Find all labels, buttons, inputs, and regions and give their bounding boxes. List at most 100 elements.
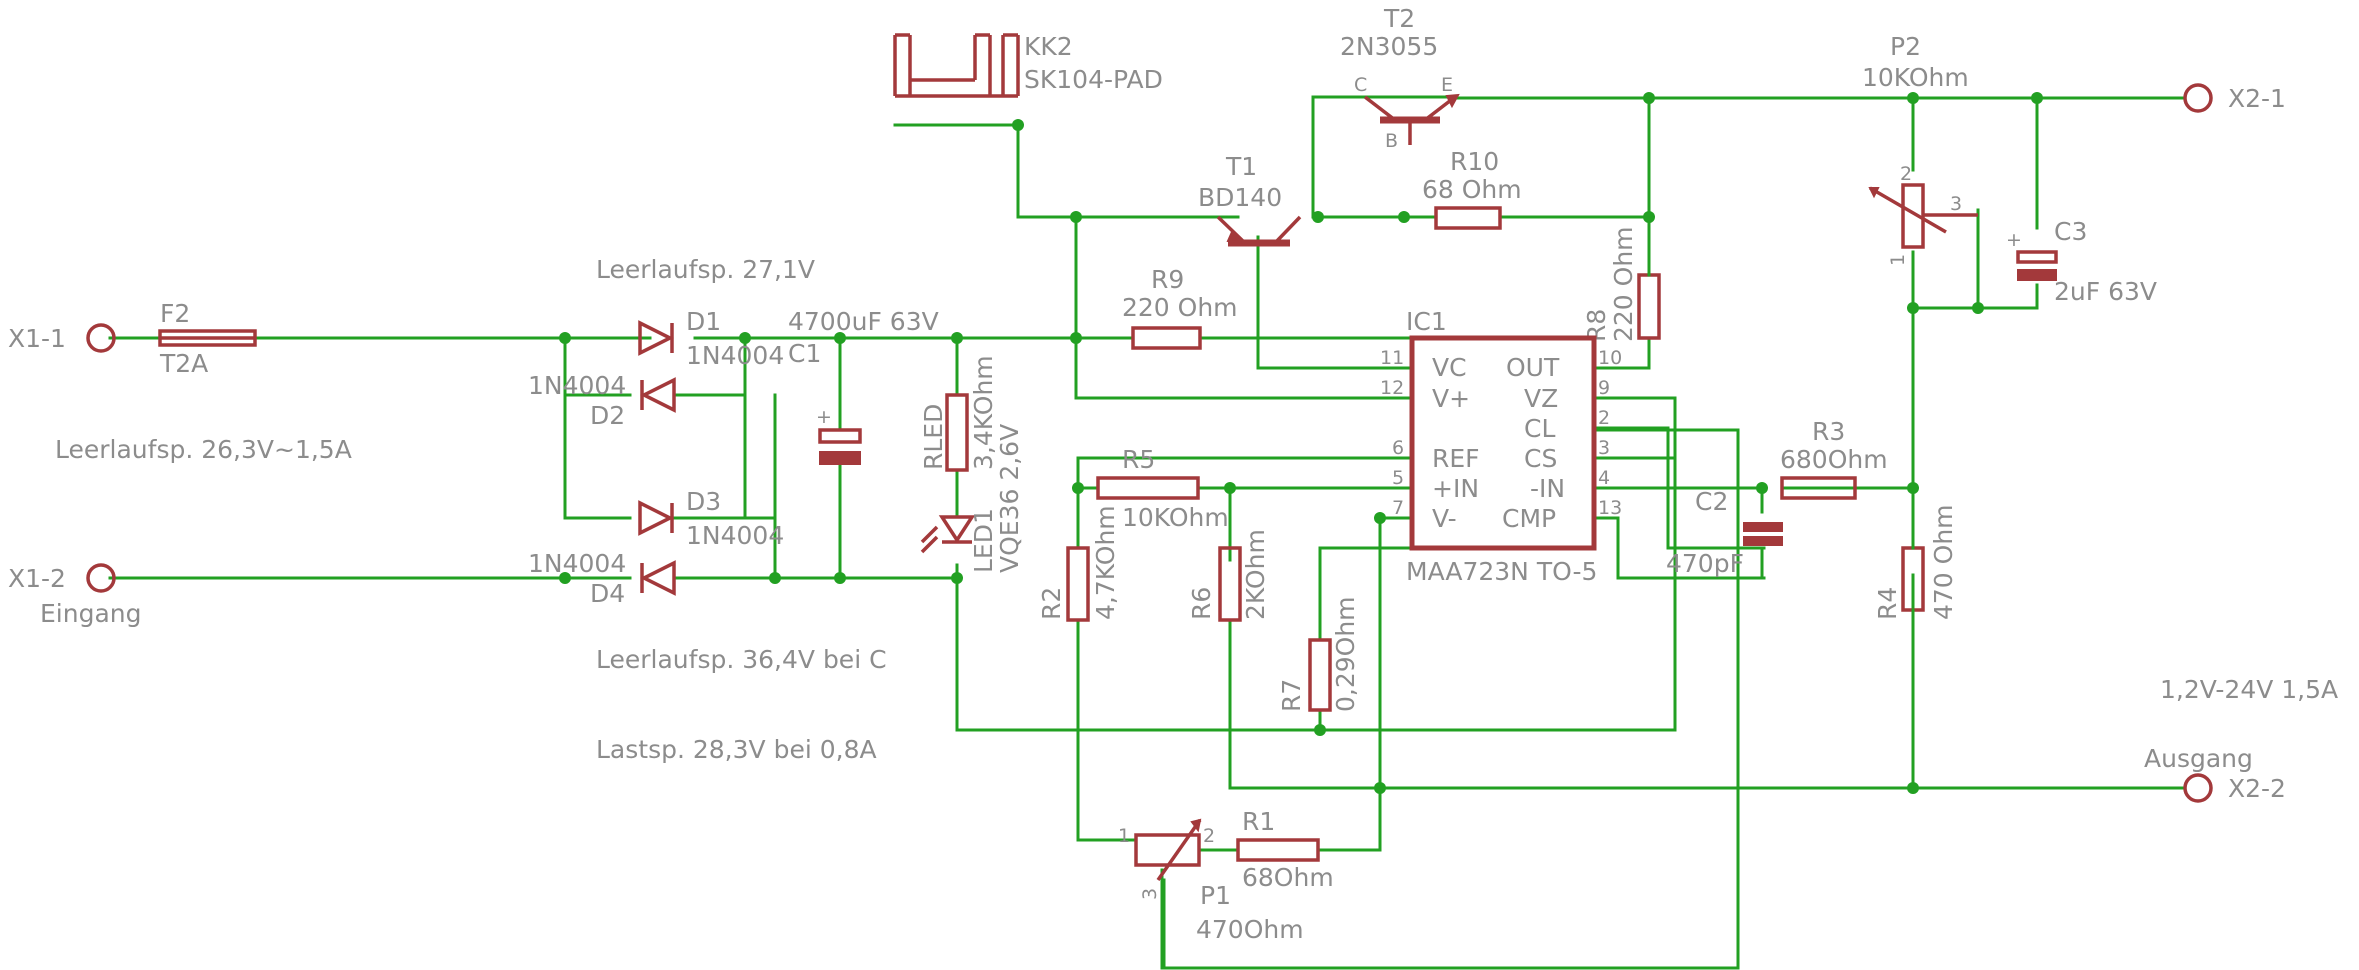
part-name: IC1 bbox=[1406, 307, 1447, 336]
part-name: R5 bbox=[1122, 445, 1155, 474]
connector-x1-1[interactable]: X1-1 bbox=[8, 323, 116, 353]
pin-number: 2 bbox=[1203, 825, 1215, 847]
resistor-r3[interactable]: R3 680Ohm bbox=[1780, 417, 1888, 500]
ic-pin-inn: -IN bbox=[1530, 474, 1565, 503]
part-value: BD140 bbox=[1198, 183, 1282, 212]
junction bbox=[1070, 211, 1082, 223]
part-value: 10KOhm bbox=[1122, 503, 1229, 532]
part-name: C2 bbox=[1695, 487, 1728, 516]
junction bbox=[951, 572, 963, 584]
junction bbox=[1012, 119, 1024, 131]
part-value: 0,29Ohm bbox=[1331, 596, 1360, 712]
ic-pin-vc: VC bbox=[1432, 353, 1467, 382]
resistor-r2[interactable]: R2 4,7KOhm bbox=[1037, 505, 1120, 622]
polarity-mark: + bbox=[2006, 229, 2022, 251]
transistor-t2[interactable]: C E B T2 2N3055 bbox=[1340, 4, 1460, 152]
part-name: R10 bbox=[1450, 147, 1499, 176]
junction bbox=[2031, 92, 2043, 104]
junction bbox=[559, 572, 571, 584]
part-value: 470 Ohm bbox=[1929, 504, 1958, 620]
pin-number: 3 bbox=[1950, 193, 1962, 215]
pin-label: E bbox=[1441, 74, 1453, 96]
part-value: 680Ohm bbox=[1780, 445, 1888, 474]
ic-pin-cmp: CMP bbox=[1502, 504, 1556, 533]
diode-d4[interactable]: 1N4004 D4 bbox=[528, 549, 676, 608]
part-name: C3 bbox=[2054, 217, 2087, 246]
part-name: D4 bbox=[590, 579, 625, 608]
note-leerlauf-27: Leerlaufsp. 27,1V bbox=[596, 255, 815, 284]
pin-label: C bbox=[1354, 74, 1367, 96]
pin-number: 9 bbox=[1598, 377, 1610, 399]
pin-number: 3 bbox=[1139, 888, 1161, 900]
potentiometer-p1[interactable]: 1 2 3 P1 470Ohm bbox=[1118, 818, 1304, 944]
junction bbox=[1070, 332, 1082, 344]
resistor-r9[interactable]: R9 220 Ohm bbox=[1122, 265, 1238, 350]
junction bbox=[1907, 302, 1919, 314]
resistor-r4[interactable]: R4 470 Ohm bbox=[1873, 504, 1958, 620]
part-name: P2 bbox=[1890, 32, 1921, 61]
diode-d2[interactable]: 1N4004 D2 bbox=[528, 371, 676, 430]
diode-d1[interactable]: D1 1N4004 bbox=[638, 307, 784, 370]
connector-label: X1-2 bbox=[8, 564, 66, 593]
connector-x2-1[interactable]: X2-1 bbox=[2183, 83, 2286, 113]
pin-number: 1 bbox=[1118, 825, 1130, 847]
junction bbox=[559, 332, 571, 344]
part-name: R1 bbox=[1242, 807, 1275, 836]
pin-number: 7 bbox=[1392, 497, 1404, 519]
pin-number: 10 bbox=[1598, 347, 1622, 369]
resistor-r6[interactable]: R6 2KOhm bbox=[1187, 529, 1270, 622]
resistor-r8[interactable]: R8 220 Ohm bbox=[1582, 226, 1661, 342]
junction bbox=[1374, 782, 1386, 794]
part-name: C1 bbox=[788, 339, 821, 368]
pin-number: 3 bbox=[1598, 437, 1610, 459]
ic-pin-vz: VZ bbox=[1524, 384, 1558, 413]
capacitor-c1[interactable]: + 4700uF 63V C1 bbox=[788, 307, 939, 465]
resistor-r1[interactable]: R1 68Ohm bbox=[1236, 807, 1334, 892]
part-name: KK2 bbox=[1024, 32, 1073, 61]
connector-x1-2[interactable]: X1-2 Eingang bbox=[8, 563, 142, 628]
part-value: 1N4004 bbox=[528, 371, 626, 400]
junction bbox=[1224, 482, 1236, 494]
part-value: 470pF bbox=[1666, 549, 1744, 578]
junction bbox=[1374, 512, 1386, 524]
pin-number: 12 bbox=[1380, 377, 1404, 399]
fuse-f2[interactable]: F2 T2A bbox=[158, 299, 257, 378]
resistor-r10[interactable]: R10 68 Ohm bbox=[1422, 147, 1522, 230]
heatsink-kk2[interactable]: KK2 SK104-PAD bbox=[893, 32, 1163, 98]
part-name: P1 bbox=[1200, 881, 1231, 910]
part-name: T2 bbox=[1383, 4, 1415, 33]
pin-number: 11 bbox=[1380, 347, 1404, 369]
note-leerlauf-ac: Leerlaufsp. 26,3V~1,5A bbox=[55, 435, 352, 464]
ic-pin-vplus: V+ bbox=[1432, 384, 1470, 413]
junction bbox=[1312, 211, 1324, 223]
note-lastsp: Lastsp. 28,3V bei 0,8A bbox=[596, 735, 877, 764]
part-value: SK104-PAD bbox=[1024, 65, 1163, 94]
part-name: D3 bbox=[686, 487, 721, 516]
junction bbox=[1643, 211, 1655, 223]
diode-d3[interactable]: D3 1N4004 bbox=[638, 487, 784, 550]
junction bbox=[951, 332, 963, 344]
led-led1[interactable]: LED1 VQE36 2,6V bbox=[920, 424, 1024, 573]
resistor-r5[interactable]: R5 10KOhm bbox=[1096, 445, 1229, 532]
part-name: R9 bbox=[1151, 265, 1184, 294]
potentiometer-p2[interactable]: 2 3 1 P2 10KOhm bbox=[1862, 32, 1978, 266]
pin-number: 5 bbox=[1392, 467, 1404, 489]
junction bbox=[1972, 302, 1984, 314]
connector-label: X1-1 bbox=[8, 324, 66, 353]
connector-label: X2-1 bbox=[2228, 84, 2286, 113]
connector-caption: Eingang bbox=[40, 599, 142, 628]
part-name: R2 bbox=[1037, 587, 1066, 620]
part-name: LED1 bbox=[969, 508, 998, 573]
junction bbox=[739, 332, 751, 344]
part-value: 470Ohm bbox=[1196, 915, 1304, 944]
part-name: RLED bbox=[919, 404, 948, 470]
connector-x2-2[interactable]: X2-2 Ausgang bbox=[2144, 744, 2286, 803]
resistor-r7[interactable]: R7 0,29Ohm bbox=[1277, 596, 1360, 712]
transistor-t1[interactable]: T1 BD140 bbox=[1198, 152, 1302, 247]
resistor-rled[interactable]: RLED 3,4KOhm bbox=[919, 355, 998, 472]
capacitor-c2[interactable]: C2 470pF bbox=[1666, 487, 1783, 578]
capacitor-c3[interactable]: + C3 2uF 63V bbox=[2006, 217, 2157, 306]
ic-ic1[interactable]: IC1 MAA723N TO-5 VC V+ REF +IN V- OUT VZ… bbox=[1380, 307, 1622, 586]
wires bbox=[108, 95, 2186, 970]
part-name: R7 bbox=[1277, 679, 1306, 712]
